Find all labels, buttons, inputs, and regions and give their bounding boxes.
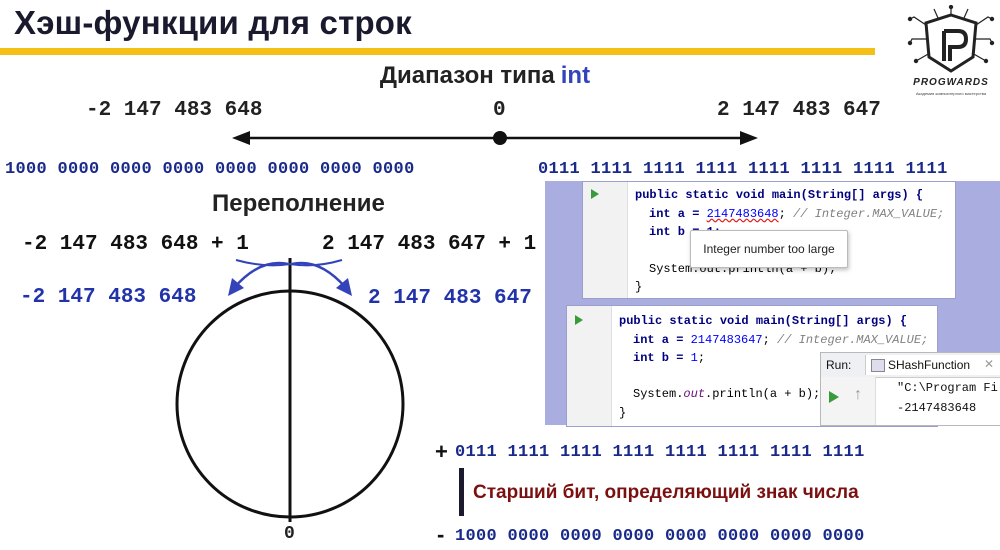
rerun-icon[interactable] xyxy=(829,391,839,403)
right-overflow-arrow xyxy=(291,261,347,289)
logo-subtitle: Академия компьютерного мастерства xyxy=(915,91,987,96)
overflow-right-result: 2 147 483 647 xyxy=(368,287,532,310)
run-window: Run: SHashFunction ✕ ↑ "C:\Program Fi -2… xyxy=(820,352,1000,426)
code2-line4: System.out.println(a + b); xyxy=(633,387,821,401)
overflow-title: Переполнение xyxy=(212,190,385,217)
code1-line2: int a = 2147483648; // Integer.MAX_VALUE… xyxy=(649,207,945,221)
right-arrowhead xyxy=(740,131,758,145)
code1-line1: public static void main(String[] args) { xyxy=(635,188,924,202)
overflow-right-expr: 2 147 483 647 + 1 xyxy=(322,233,537,256)
minus-sign: - xyxy=(437,522,445,547)
code2-line1: public static void main(String[] args) { xyxy=(619,314,908,328)
up-arrow-icon[interactable]: ↑ xyxy=(854,386,862,403)
overflow-circle-diagram xyxy=(175,258,405,522)
range-zero: 0 xyxy=(493,99,506,122)
plus-sign: + xyxy=(435,439,448,464)
run-toolbar: Run: SHashFunction ✕ xyxy=(821,353,1000,378)
editor-gutter xyxy=(583,182,628,298)
number-line xyxy=(232,131,758,145)
code2-line2: int a = 2147483647; // Integer.MAX_VALUE… xyxy=(633,333,929,347)
left-overflow-arrow xyxy=(233,261,289,289)
logo-text: PROGWARDS xyxy=(913,77,989,88)
run-tab-name: SHashFunction xyxy=(888,358,971,372)
range-min: -2 147 483 648 xyxy=(86,99,263,122)
left-arrowhead xyxy=(232,131,250,145)
zero-point xyxy=(493,131,507,145)
code2-line5: } xyxy=(619,406,627,420)
positive-binary: 0111 1111 1111 1111 1111 1111 1111 1111 xyxy=(455,443,865,462)
code1-line5: } xyxy=(635,280,643,294)
error-tooltip: Integer number too large xyxy=(690,230,848,268)
sign-bit-marker xyxy=(459,468,464,516)
overflow-left-expr: -2 147 483 648 + 1 xyxy=(22,233,249,256)
range-label: Диапазон типа xyxy=(379,62,555,89)
run-tab[interactable]: SHashFunction ✕ xyxy=(865,355,1000,375)
overflow-left-result: -2 147 483 648 xyxy=(20,286,197,309)
logo-emblem-icon xyxy=(907,4,995,73)
max-binary: 0111 1111 1111 1111 1111 1111 1111 1111 xyxy=(538,160,948,179)
run-gutter-icon[interactable] xyxy=(591,189,599,199)
negative-binary: 1000 0000 0000 0000 0000 0000 0000 0000 xyxy=(455,527,865,546)
run-path: "C:\Program Fi xyxy=(897,381,998,395)
page-title: Хэш-функции для строк xyxy=(14,4,412,41)
title-underline xyxy=(0,48,875,55)
code-editor-1: public static void main(String[] args) {… xyxy=(582,181,956,299)
sign-bit-label: Старший бит, определяющий знак числа xyxy=(473,482,859,503)
run-output: -2147483648 xyxy=(897,401,977,415)
min-binary: 1000 0000 0000 0000 0000 0000 0000 0000 xyxy=(5,160,415,179)
progwards-logo: PROGWARDS Академия компьютерного мастерс… xyxy=(906,4,996,103)
run-side-toolbar: ↑ xyxy=(821,377,876,425)
console-tab-icon xyxy=(871,359,885,372)
close-icon[interactable]: ✕ xyxy=(984,357,995,371)
right-overflow-arrowhead xyxy=(336,278,352,296)
editor-gutter xyxy=(567,306,612,426)
code2-line3: int b = 1; xyxy=(633,351,706,365)
range-max: 2 147 483 647 xyxy=(717,99,881,122)
range-type: int xyxy=(560,62,591,89)
run-label: Run: xyxy=(826,358,852,372)
circle-zero-label: 0 xyxy=(284,524,295,544)
run-gutter-icon[interactable] xyxy=(575,315,583,325)
left-overflow-arrowhead xyxy=(228,278,244,296)
top-overflow-curve xyxy=(235,259,343,267)
error-literal: 2147483648 xyxy=(706,207,779,221)
